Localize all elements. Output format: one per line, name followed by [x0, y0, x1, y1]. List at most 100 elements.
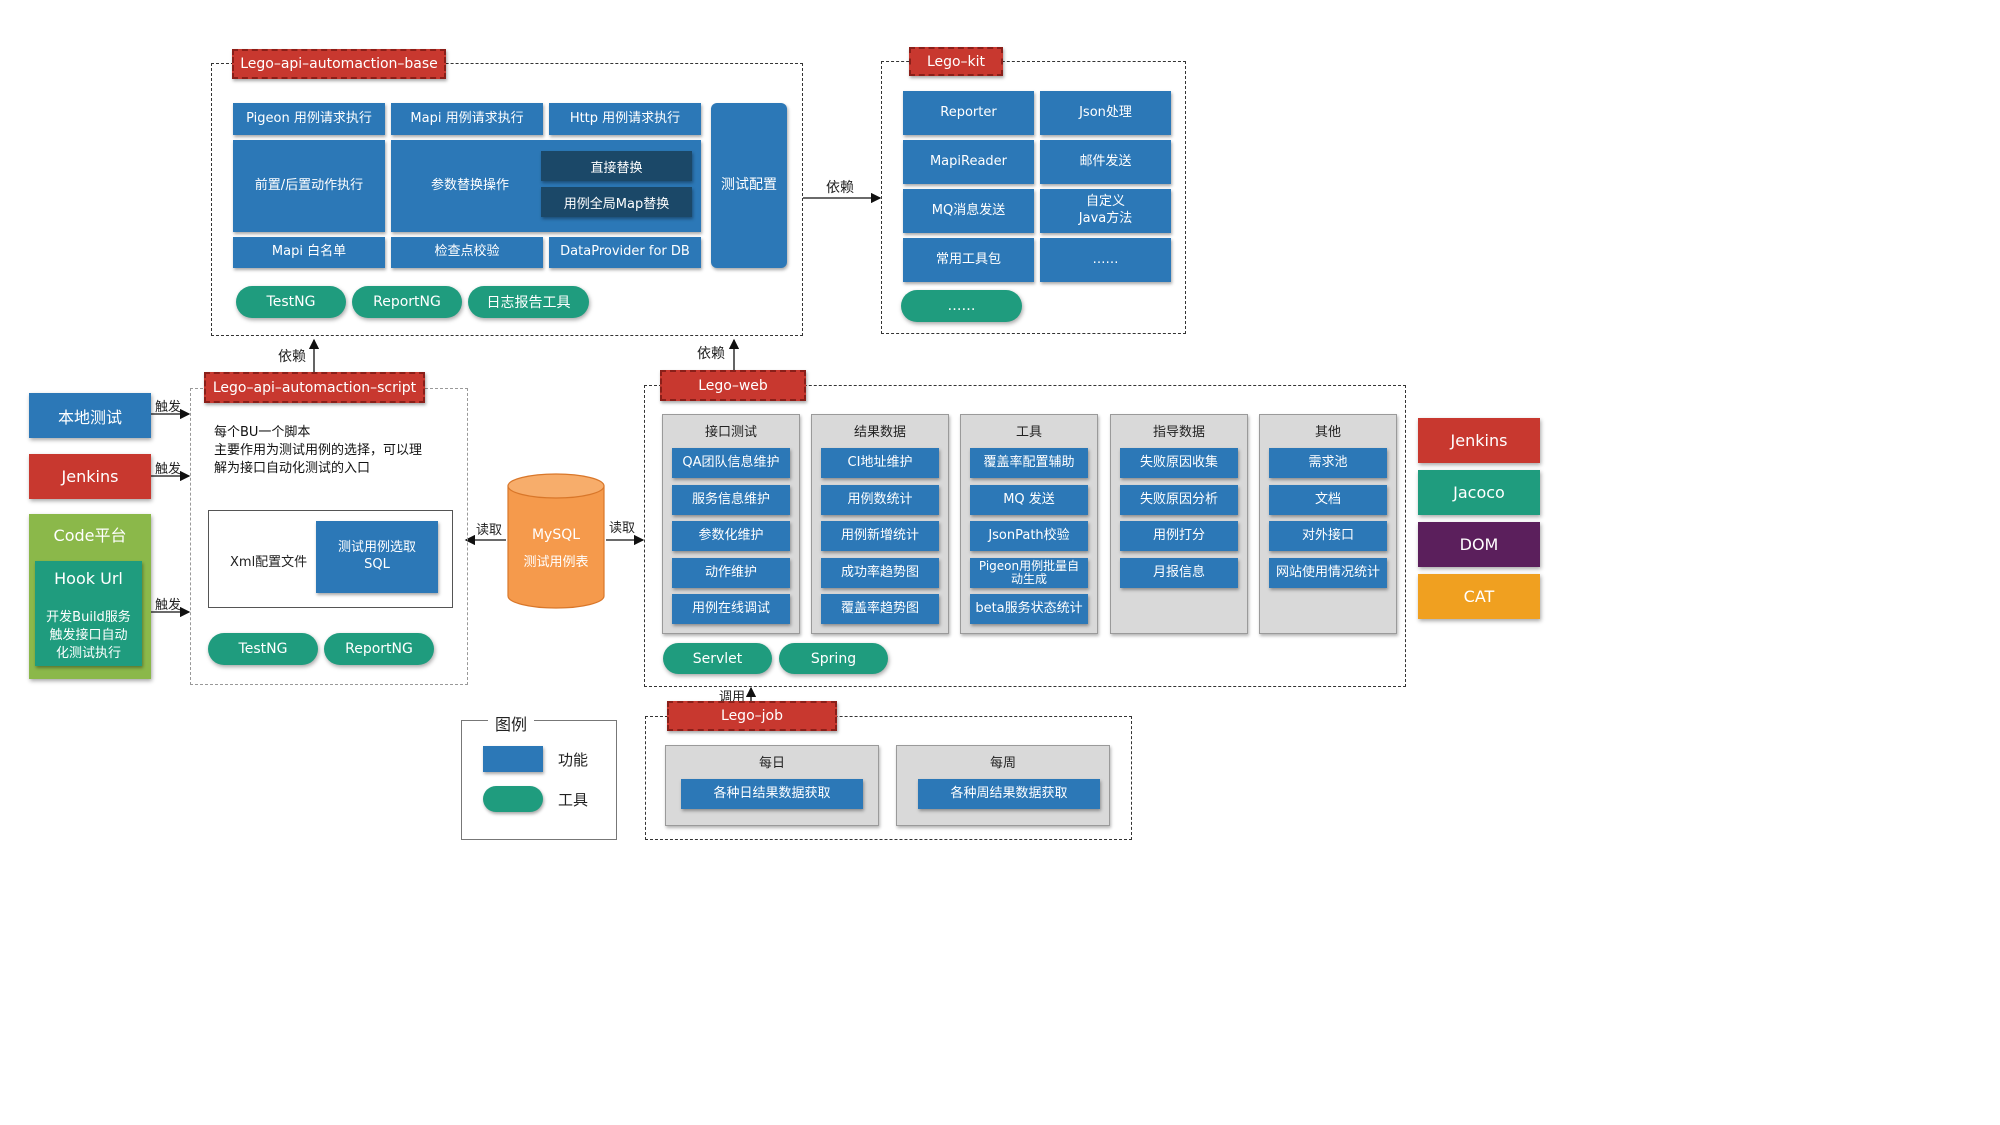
script-desc-line-1: 每个BU一个脚本 — [214, 425, 311, 440]
script-testng-pill: TestNG — [208, 633, 318, 665]
base-tag: Lego–api–automaction–base — [232, 49, 446, 79]
job-weekly-item: 各种周结果数据获取 — [918, 779, 1100, 809]
kit-container — [881, 61, 1186, 334]
web-item: 用例新增统计 — [821, 521, 939, 551]
web-item: 失败原因分析 — [1120, 485, 1238, 515]
log-report-pill: 日志报告工具 — [468, 286, 589, 318]
trigger-label-hook: 触发 — [155, 598, 182, 613]
web-col-title: 其他 — [1314, 425, 1341, 440]
param-replace-label: 参数替换操作 — [431, 178, 510, 193]
script-description: 每个BU一个脚本 主要作用为测试用例的选择，可以理 解为接口自动化测试的入口 — [214, 424, 422, 478]
depend-label-web: 依赖 — [697, 346, 725, 362]
web-item: 月报信息 — [1120, 558, 1238, 588]
web-item: 服务信息维护 — [672, 485, 790, 515]
http-request-box: Http 用例请求执行 — [549, 103, 701, 135]
pigeon-request-box: Pigeon 用例请求执行 — [233, 103, 385, 135]
jenkins-tool-box: Jenkins — [1418, 418, 1540, 463]
testng-pill: TestNG — [236, 286, 346, 318]
hook-url-desc: 开发Build服务 触发接口自动 化测试执行 — [46, 610, 131, 661]
web-item: JsonPath校验 — [970, 521, 1088, 551]
job-weekly-title: 每周 — [989, 756, 1016, 771]
depend-label-script: 依赖 — [278, 349, 306, 365]
legend-tool-swatch — [483, 786, 543, 812]
web-col-tools: 工具 覆盖率配置辅助 MQ 发送 JsonPath校验 Pigeon用例批量自 … — [960, 414, 1098, 634]
sql-select-box: 测试用例选取 SQL — [316, 521, 438, 593]
legend-box — [461, 720, 617, 840]
web-col-title: 工具 — [1015, 425, 1042, 440]
web-container — [644, 385, 1406, 687]
web-tag: Lego–web — [660, 370, 806, 401]
script-reportng-pill: ReportNG — [324, 633, 434, 665]
mysql-label: MySQL — [531, 527, 581, 543]
web-item: 对外接口 — [1269, 521, 1387, 551]
kit-tag: Lego–kit — [909, 47, 1003, 76]
hook-url-label: Hook Url — [54, 569, 123, 588]
web-col-title: 结果数据 — [853, 425, 906, 440]
legend-func-label: 功能 — [558, 751, 589, 769]
kit-custom-java: 自定义 Java方法 — [1040, 189, 1171, 233]
web-item: 文档 — [1269, 485, 1387, 515]
map-replace-box: 用例全局Map替换 — [541, 187, 692, 217]
web-col-result-data: 结果数据 CI地址维护 用例数统计 用例新增统计 成功率趋势图 覆盖率趋势图 — [811, 414, 949, 634]
kit-mail: 邮件发送 — [1040, 140, 1171, 184]
web-item: Pigeon用例批量自 动生成 — [970, 558, 1088, 588]
mapi-whitelist-box: Mapi 白名单 — [233, 237, 385, 268]
web-item: QA团队信息维护 — [672, 448, 790, 478]
direct-replace-box: 直接替换 — [541, 151, 692, 181]
kit-more: …… — [1040, 238, 1171, 282]
kit-mq: MQ消息发送 — [903, 189, 1034, 233]
web-item: 覆盖率配置辅助 — [970, 448, 1088, 478]
depend-label-kit: 依赖 — [826, 180, 854, 196]
web-item: 用例在线调试 — [672, 594, 790, 624]
xml-config-label: Xml配置文件 — [230, 555, 308, 570]
kit-common-tools: 常用工具包 — [903, 238, 1034, 282]
job-daily-box: 每日 各种日结果数据获取 — [665, 745, 879, 826]
case-table-label: 测试用例表 — [523, 555, 589, 570]
local-test-box: 本地测试 — [29, 393, 151, 438]
web-item: 动作维护 — [672, 558, 790, 588]
script-desc-line-2: 主要作用为测试用例的选择，可以理 — [214, 443, 423, 458]
kit-mapireader: MapiReader — [903, 140, 1034, 184]
web-item: 覆盖率趋势图 — [821, 594, 939, 624]
kit-json: Json处理 — [1040, 91, 1171, 135]
web-item: 成功率趋势图 — [821, 558, 939, 588]
job-daily-item: 各种日结果数据获取 — [681, 779, 863, 809]
connector-arrows — [151, 192, 882, 701]
script-desc-line-3: 解为接口自动化测试的入口 — [214, 461, 371, 476]
web-item: 用例打分 — [1120, 521, 1238, 551]
job-tag: Lego–job — [667, 701, 837, 731]
web-col-other: 其他 需求池 文档 对外接口 网站使用情况统计 — [1259, 414, 1397, 634]
cat-tool-box: CAT — [1418, 574, 1540, 619]
web-item: MQ 发送 — [970, 485, 1088, 515]
job-weekly-box: 每周 各种周结果数据获取 — [896, 745, 1110, 826]
mapi-request-box: Mapi 用例请求执行 — [391, 103, 543, 135]
pre-post-action-box: 前置/后置动作执行 — [233, 140, 385, 232]
servlet-pill: Servlet — [663, 643, 772, 674]
reportng-pill: ReportNG — [352, 286, 462, 318]
legend-tool-label: 工具 — [558, 791, 589, 809]
job-container — [645, 716, 1132, 840]
code-platform-label: Code平台 — [53, 526, 127, 545]
kit-reporter: Reporter — [903, 91, 1034, 135]
web-col-api-test: 接口测试 QA团队信息维护 服务信息维护 参数化维护 动作维护 用例在线调试 — [662, 414, 800, 634]
web-item: 需求池 — [1269, 448, 1387, 478]
web-item: 网站使用情况统计 — [1269, 558, 1387, 588]
web-item: CI地址维护 — [821, 448, 939, 478]
script-tag: Lego–api–automaction–script — [204, 372, 425, 403]
mysql-db-cylinder — [507, 473, 605, 609]
base-container — [211, 63, 803, 336]
checkpoint-box: 检查点校验 — [391, 237, 543, 268]
trigger-label-local: 触发 — [155, 400, 182, 415]
test-config-box: 测试配置 — [711, 103, 787, 268]
web-item: beta服务状态统计 — [970, 594, 1088, 624]
jenkins-trigger-box: Jenkins — [29, 454, 151, 499]
dom-tool-box: DOM — [1418, 522, 1540, 567]
job-daily-title: 每日 — [758, 756, 785, 771]
web-col-title: 接口测试 — [704, 425, 757, 440]
web-item: 失败原因收集 — [1120, 448, 1238, 478]
legend-title: 图例 — [488, 711, 535, 735]
web-col-guidance-data: 指导数据 失败原因收集 失败原因分析 用例打分 月报信息 — [1110, 414, 1248, 634]
web-item: 参数化维护 — [672, 521, 790, 551]
jacoco-tool-box: Jacoco — [1418, 470, 1540, 515]
spring-pill: Spring — [779, 643, 888, 674]
